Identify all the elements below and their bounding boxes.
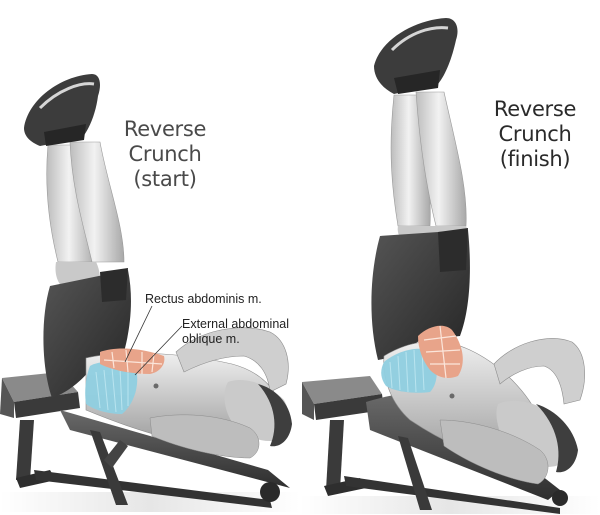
callout-rectus-label: Rectus abdominis m. xyxy=(145,292,262,306)
title-start-line-2: Crunch xyxy=(128,142,202,166)
title-finish-line-3: (finish) xyxy=(499,147,571,171)
title-start-line-1: Reverse xyxy=(123,117,207,141)
title-finish-line-2: Crunch xyxy=(498,122,572,146)
title-finish-line-1: Reverse xyxy=(493,97,577,121)
callout-oblique-line-2: oblique m. xyxy=(182,332,240,346)
title-start: Reverse Crunch (start) xyxy=(112,117,218,192)
shorts-start xyxy=(43,268,131,398)
shoe-start xyxy=(24,74,100,146)
muscle-external-oblique-start xyxy=(85,361,138,414)
floor-shadow-finish xyxy=(300,496,600,514)
callout-line-rectus xyxy=(124,305,153,363)
muscle-rectus-abdominis-start xyxy=(100,348,165,374)
finish-panel-figure xyxy=(300,18,600,514)
callout-external-oblique: External abdominal oblique m. xyxy=(182,317,289,347)
callout-line-oblique xyxy=(134,325,183,376)
shoe-finish xyxy=(374,18,458,94)
muscle-rectus-abdominis-finish xyxy=(418,325,463,379)
callout-rectus-abdominis: Rectus abdominis m. xyxy=(145,292,262,307)
callout-oblique-line-1: External abdominal xyxy=(182,317,290,331)
bench-start xyxy=(0,372,290,508)
start-panel-figure xyxy=(0,74,300,512)
muscle-external-oblique-finish xyxy=(381,348,437,393)
title-start-line-3: (start) xyxy=(133,167,197,191)
title-finish: Reverse Crunch (finish) xyxy=(482,97,588,172)
legs-finish xyxy=(390,91,468,246)
